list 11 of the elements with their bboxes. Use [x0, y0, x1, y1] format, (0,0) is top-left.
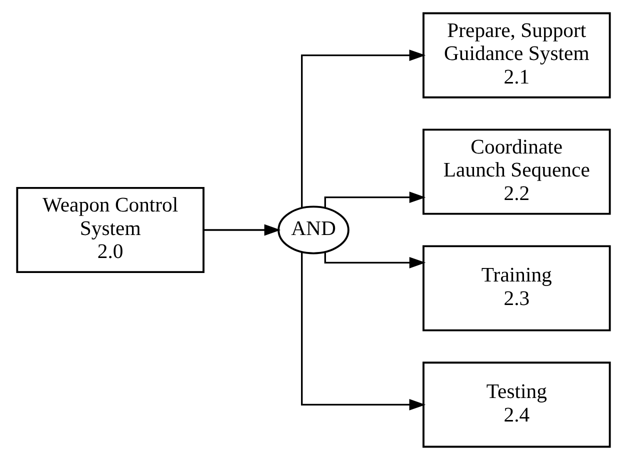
- arrow: [300, 252, 426, 410]
- node-box: Prepare, Support Guidance System 2.1: [422, 12, 610, 98]
- arrow: [324, 192, 426, 208]
- arrow: [324, 252, 426, 268]
- arrow: [300, 50, 426, 208]
- node-box: Testing 2.4: [422, 362, 610, 448]
- node-ellipse: AND: [277, 206, 349, 254]
- node-box: Weapon Control System 2.0: [16, 186, 204, 274]
- node-box: Coordinate Launch Sequence 2.2: [422, 128, 610, 215]
- arrow: [203, 224, 280, 236]
- node-box: Training 2.3: [422, 245, 610, 332]
